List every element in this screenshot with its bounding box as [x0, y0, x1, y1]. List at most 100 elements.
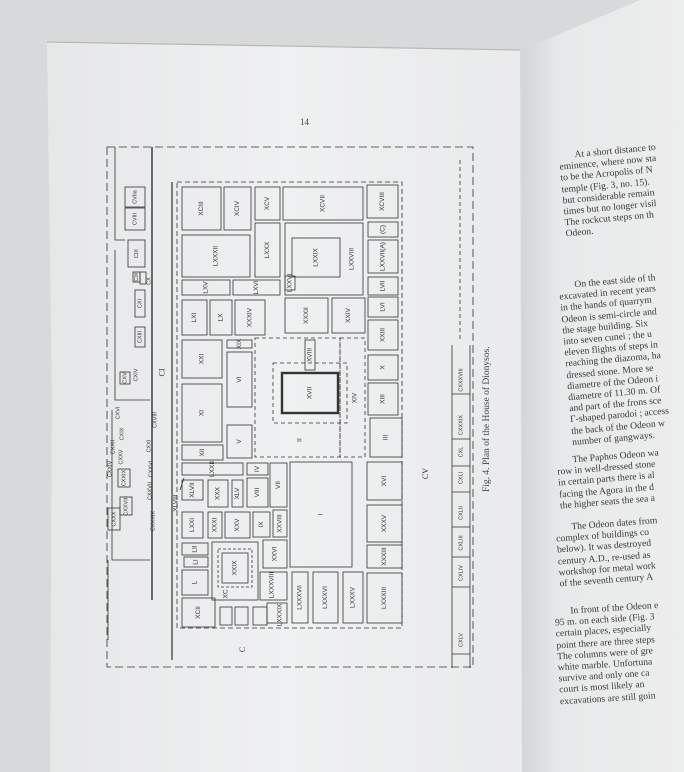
room-outline [127, 239, 146, 268]
room-label: LXXX [264, 241, 271, 258]
room-label: LXVI [253, 280, 260, 294]
room-outline [139, 271, 147, 285]
room-label: CXXVI [148, 460, 154, 477]
room-outline [284, 297, 329, 334]
room-label: LXXXIII [381, 587, 388, 609]
west-walls [107, 147, 150, 640]
room-label: LXXII [209, 461, 216, 477]
room-outline [181, 383, 223, 443]
room-label: XCII [195, 606, 202, 619]
room-label: CXXII [110, 439, 116, 454]
room-label: CXXXIX [150, 511, 156, 532]
room-label: XCIII [198, 201, 205, 216]
room-label: CXVIII [152, 412, 158, 428]
room-outline [254, 222, 281, 278]
room-outline [304, 339, 316, 371]
room-label: VIII [254, 487, 261, 497]
room-label: LI [193, 559, 200, 565]
room-outline [181, 597, 216, 628]
room-outline [221, 552, 249, 584]
room-outline [254, 186, 281, 221]
room-label: CIX [134, 272, 140, 282]
room-outline [219, 606, 233, 626]
room-outline [366, 544, 403, 569]
room-outline [207, 479, 229, 508]
room-label: LXXXVII [297, 585, 304, 610]
room-label: XCVII [320, 195, 327, 212]
room-label: LXXXVIII [269, 572, 276, 599]
room-label: CXL [458, 447, 464, 458]
room-outline [224, 511, 251, 539]
page-number: 14 [300, 117, 309, 127]
room-label: XIV [352, 392, 359, 403]
room-label: CXI [137, 298, 143, 308]
room-label: LX [218, 313, 225, 322]
figure-caption: Fig. 4. Plan of the House of Dionysos. [482, 346, 492, 492]
room-outline [232, 279, 281, 296]
room-outline [262, 539, 288, 569]
street-label: C [238, 646, 248, 653]
room-outline [209, 299, 233, 336]
room-label: CXXXIX [458, 415, 464, 436]
room-label: V [236, 439, 243, 444]
room-outline [367, 382, 399, 416]
room-label: CXXV [118, 449, 124, 464]
left-page [47, 42, 522, 772]
room-label: VII [275, 481, 282, 489]
room-label: CXLI [458, 471, 464, 484]
room-label: CVIIa [132, 189, 138, 204]
room-outline [312, 571, 339, 624]
room-label: CXXVIII [123, 496, 129, 516]
room-label: II [297, 438, 304, 442]
room-label: LXXXV [350, 586, 357, 608]
room-outline [367, 319, 399, 351]
room-outline [234, 299, 266, 336]
room-label: XLVIII [173, 494, 180, 511]
room-outline [367, 276, 399, 296]
room-outline [181, 444, 224, 461]
room-label: XXXII [303, 307, 310, 324]
room-label: CXIX [119, 427, 125, 440]
room-outline [211, 541, 259, 601]
room-outline [246, 462, 269, 476]
room-outline [252, 511, 271, 538]
room-label: XVII [307, 387, 314, 399]
room-label: LXXVII(A) [380, 242, 387, 271]
room-label: XXI [199, 354, 206, 365]
room-label: III [383, 435, 390, 441]
room-label: XIII [380, 394, 387, 404]
room-label: X [380, 365, 387, 370]
room-label: XXIII [380, 328, 387, 342]
room-outline [284, 275, 296, 291]
room-outline [252, 606, 268, 626]
room-label: CXLIII [458, 535, 464, 551]
room-outline [226, 351, 253, 408]
room-label: XC [223, 589, 230, 598]
leader-line [179, 477, 185, 491]
room-label: XXVI [272, 546, 279, 561]
room-label: LXXIX [313, 248, 320, 267]
room-label: XXIX [232, 560, 239, 575]
room-outline [367, 239, 399, 274]
room-label: L [192, 580, 199, 584]
room-outline [367, 221, 399, 238]
room-label: XCV [264, 196, 271, 210]
room-outline [181, 511, 204, 539]
room-label: XVI [381, 476, 388, 487]
room-outline [181, 186, 222, 231]
room-label: XIX [236, 338, 243, 349]
room-outline [181, 279, 231, 296]
room-label: XXXIV [247, 307, 254, 327]
room-outline [124, 207, 146, 231]
room-outline [226, 424, 253, 459]
room-outline [181, 542, 209, 556]
room-label: LXXXIX [277, 603, 284, 626]
room-label: CXVI [115, 406, 121, 419]
room-outline [339, 337, 366, 458]
room-outline [289, 461, 353, 568]
room-outline [246, 477, 269, 508]
street-label: CI [157, 368, 167, 377]
room-label: XXXIII [381, 547, 388, 566]
